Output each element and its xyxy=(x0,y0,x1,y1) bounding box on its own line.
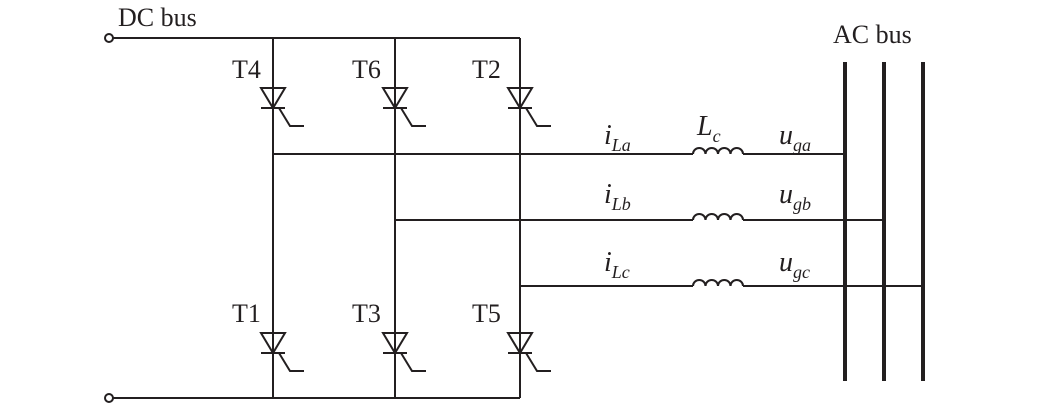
thyristor-t5: T5 xyxy=(472,299,551,372)
dc-bus: DC bus xyxy=(104,3,520,403)
ac-bus: AC bus xyxy=(833,20,925,381)
inductor-label: Lc xyxy=(696,111,721,146)
thyristor-label: T2 xyxy=(472,55,501,84)
thyristor-t6: T6 xyxy=(352,55,426,127)
thyristor-t2: T2 xyxy=(472,55,551,127)
thyristor-symbol xyxy=(381,332,409,355)
thyristor-t4: T4 xyxy=(232,55,304,127)
converter-legs xyxy=(272,38,521,398)
dc-bus-negative-terminal xyxy=(104,393,114,403)
ac-bus-label: AC bus xyxy=(833,20,912,49)
thyristor-symbol xyxy=(381,87,409,110)
voltage-label: ugc xyxy=(779,247,810,282)
inductor-icon xyxy=(692,147,744,155)
current-label: iLc xyxy=(604,247,630,282)
thyristor-symbol xyxy=(506,87,534,110)
phase-b: iLb ugb xyxy=(395,179,884,221)
thyristor-label: T1 xyxy=(232,299,261,328)
current-label: iLa xyxy=(604,120,631,155)
dc-bus-label: DC bus xyxy=(118,3,197,32)
thyristor-symbol xyxy=(259,332,287,355)
thyristor-symbol xyxy=(259,87,287,110)
thyristor-symbol xyxy=(506,332,534,355)
inductor-icon xyxy=(692,279,744,287)
thyristor-label: T3 xyxy=(352,299,381,328)
phase-c: iLc ugc xyxy=(520,247,923,287)
thyristor-t3: T3 xyxy=(352,299,426,372)
inductor-icon xyxy=(692,213,744,221)
thyristor-label: T4 xyxy=(232,55,261,84)
voltage-label: uga xyxy=(779,120,811,155)
thyristor-label: T6 xyxy=(352,55,381,84)
dc-bus-positive-terminal xyxy=(104,33,114,43)
voltage-label: ugb xyxy=(779,179,811,214)
thyristor-t1: T1 xyxy=(232,299,304,372)
phase-a: iLa uga xyxy=(273,120,845,155)
current-label: iLb xyxy=(604,179,631,214)
thyristor-label: T5 xyxy=(472,299,501,328)
